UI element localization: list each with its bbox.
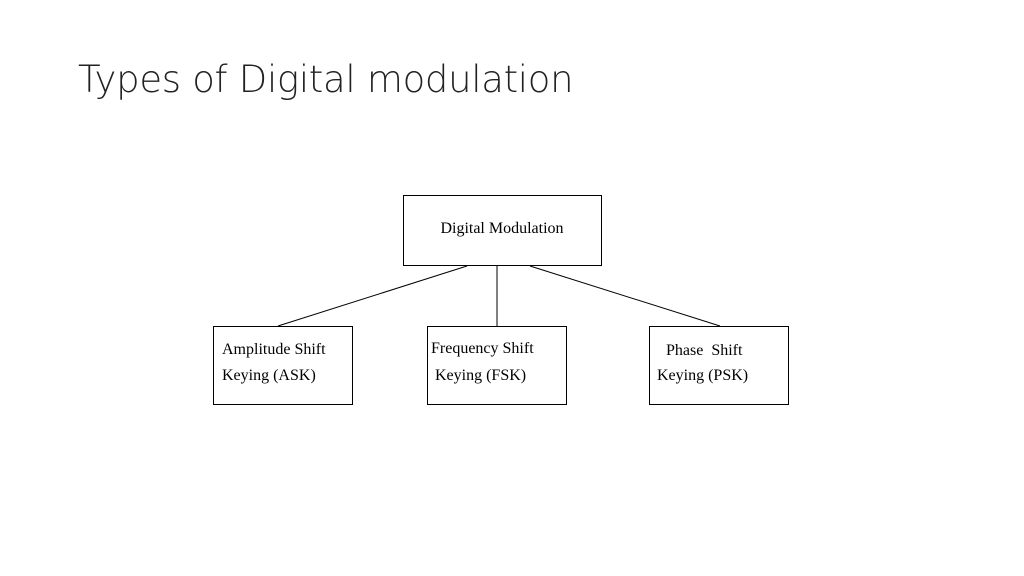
fsk-node: Frequency Shift Keying (FSK) bbox=[427, 326, 567, 405]
ask-label-line2: Keying (ASK) bbox=[222, 367, 316, 384]
connector-root-to-psk bbox=[529, 265, 721, 327]
slide-title: Types of Digital modulation bbox=[78, 58, 574, 101]
fsk-label-line2: Keying (FSK) bbox=[435, 367, 526, 384]
connector-root-to-ask bbox=[277, 265, 468, 327]
fsk-box bbox=[427, 326, 567, 405]
ask-node: Amplitude Shift Keying (ASK) bbox=[213, 326, 353, 405]
psk-node: Phase Shift Keying (PSK) bbox=[649, 326, 789, 405]
root-node: Digital Modulation bbox=[403, 195, 602, 266]
psk-label-line1: Phase Shift bbox=[666, 342, 743, 359]
psk-box bbox=[649, 326, 789, 405]
ask-box bbox=[213, 326, 353, 405]
psk-label-line2: Keying (PSK) bbox=[657, 367, 748, 384]
fsk-label-line1: Frequency Shift bbox=[431, 340, 534, 357]
root-box bbox=[403, 195, 602, 266]
ask-label-line1: Amplitude Shift bbox=[222, 341, 326, 358]
root-label: Digital Modulation bbox=[440, 220, 563, 237]
